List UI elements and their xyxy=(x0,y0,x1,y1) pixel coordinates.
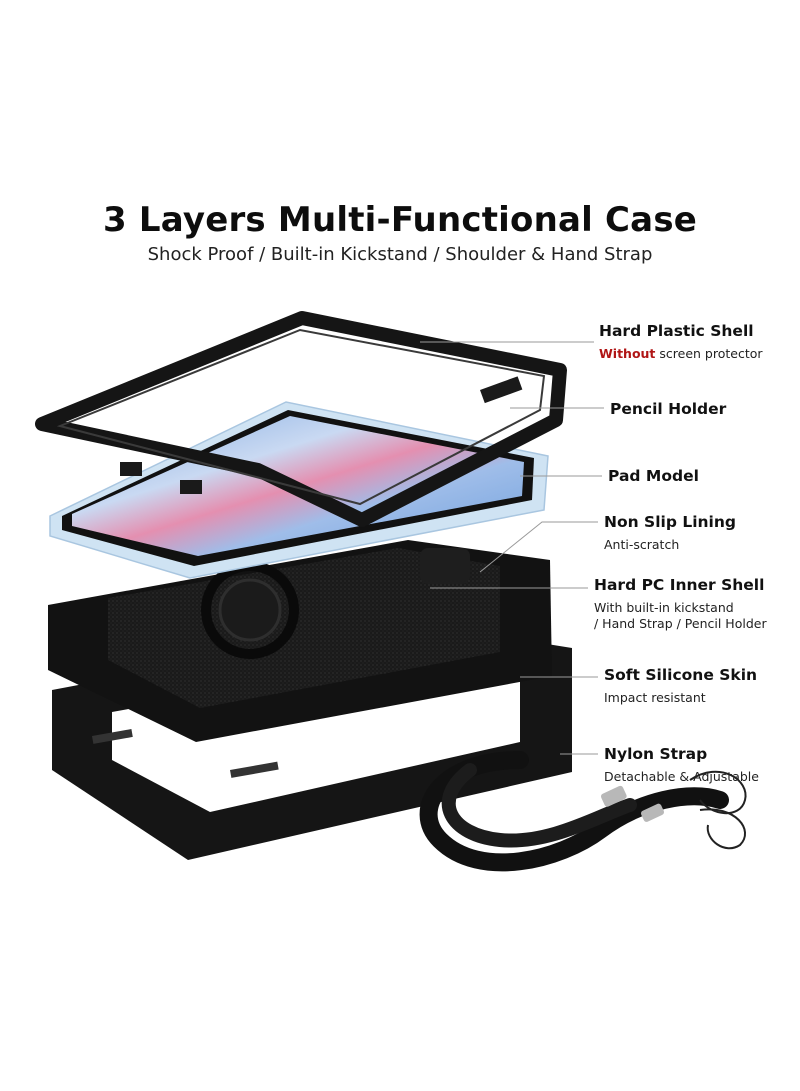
callout-title: Nylon Strap xyxy=(604,745,708,763)
callout-desc-rest: screen protector xyxy=(655,346,763,361)
callout-title: Pencil Holder xyxy=(610,400,727,418)
leader-line xyxy=(479,521,598,573)
subtitle: Shock Proof / Built-in Kickstand / Shoul… xyxy=(147,244,653,265)
callout-description: Anti-scratch xyxy=(604,537,680,552)
title: 3 Layers Multi-Functional Case xyxy=(102,200,698,240)
callout-description: Detachable & Adjustable xyxy=(604,769,759,784)
callout-soft-silicone-skin: Soft Silicone Skin Impact resistant xyxy=(604,666,757,706)
callout-pencil-holder: Pencil Holder xyxy=(610,400,726,418)
callout-description-line1: With built-in kickstand xyxy=(594,600,734,615)
callout-title: Hard PC Inner Shell xyxy=(594,576,765,594)
callout-highlight: Without xyxy=(599,346,656,361)
nylon-strap xyxy=(419,751,747,872)
callout-title: Soft Silicone Skin xyxy=(604,666,758,684)
callout-hard-pc-inner-shell: Hard PC Inner Shell With built-in kickst… xyxy=(594,576,767,632)
callout-hard-plastic-shell: Hard Plastic Shell Without screen protec… xyxy=(599,322,763,362)
plastic-shell-layer xyxy=(35,311,567,527)
callout-title: Hard Plastic Shell xyxy=(599,322,754,340)
callout-title: Non Slip Lining xyxy=(604,513,736,531)
callout-description: Without screen protector xyxy=(599,346,763,362)
callout-description-line2: / Hand Strap / Pencil Holder xyxy=(594,616,767,631)
callout-nylon-strap: Nylon Strap Detachable & Adjustable xyxy=(604,745,759,785)
callout-title: Pad Model xyxy=(608,467,699,485)
inner-shell-layer xyxy=(48,540,552,742)
callout-description: Impact resistant xyxy=(604,690,706,705)
callout-non-slip-lining: Non Slip Lining Anti-scratch xyxy=(604,513,736,553)
callout-pad-model: Pad Model xyxy=(608,467,699,485)
